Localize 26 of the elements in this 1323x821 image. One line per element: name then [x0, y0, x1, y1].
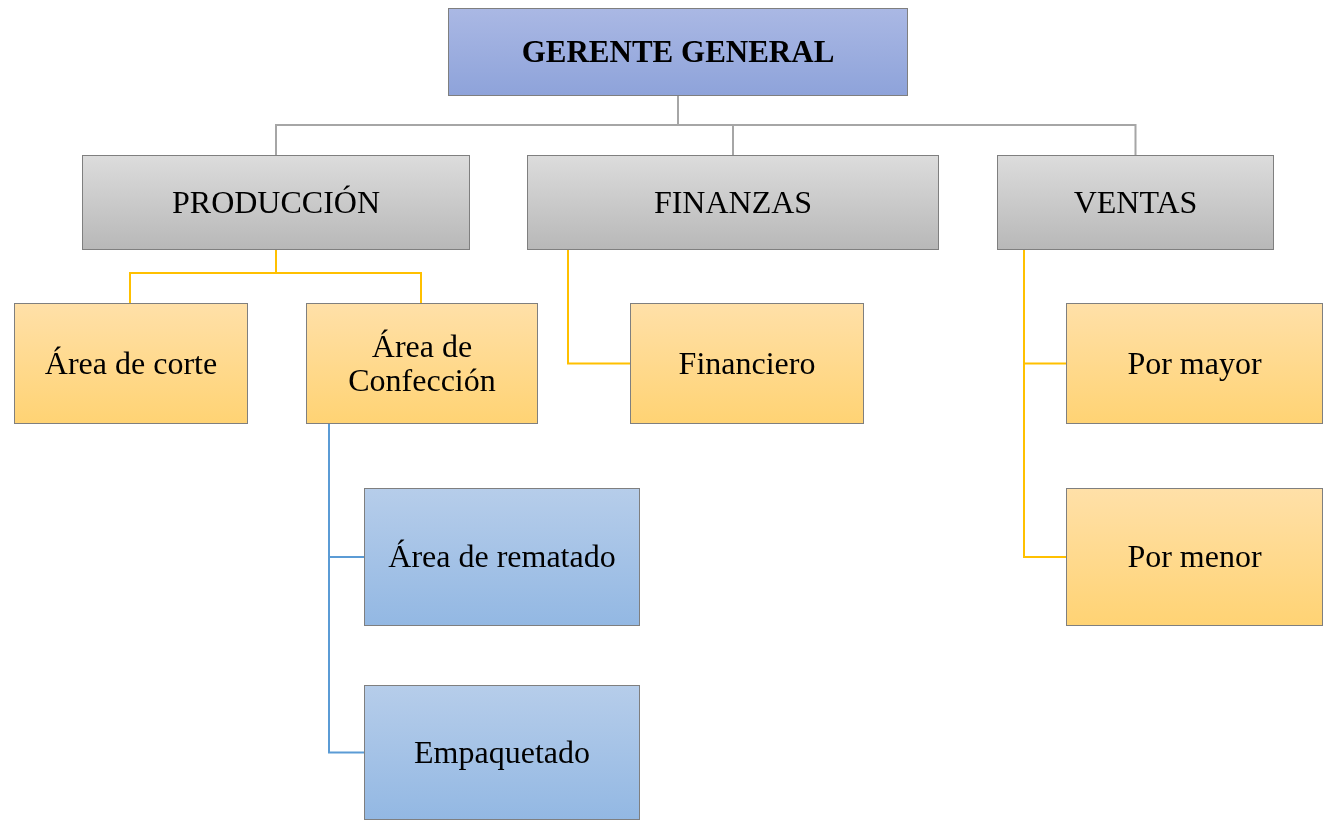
org-box: [997, 155, 1274, 250]
org-box: [448, 8, 908, 96]
box-label: Área de Confección: [347, 329, 497, 398]
box-label: Por mayor: [1127, 346, 1262, 381]
box-label: VENTAS: [1073, 185, 1198, 220]
connector-line: [328, 423, 365, 754]
box-label: FINANZAS: [653, 185, 813, 220]
org-box: [527, 155, 939, 250]
box-label: Financiero: [678, 346, 816, 381]
org-box: [630, 303, 864, 424]
box-label: Área de rematado: [388, 540, 616, 574]
org-box: [364, 488, 640, 626]
org-box: [1066, 303, 1323, 424]
box-label: Área de corte: [44, 346, 218, 381]
org-box: [82, 155, 470, 250]
box-label: PRODUCCIÓN: [172, 185, 380, 220]
org-box: [364, 685, 640, 820]
box-label: Empaquetado: [414, 735, 590, 770]
box-label: GERENTE GENERAL: [521, 35, 835, 69]
connector-line: [567, 249, 631, 365]
connector-line: [1023, 249, 1067, 558]
org-box: [14, 303, 248, 424]
org-box: [1066, 488, 1323, 626]
box-label: Por menor: [1127, 540, 1262, 574]
connector-line: [275, 249, 422, 304]
org-box: [306, 303, 538, 424]
